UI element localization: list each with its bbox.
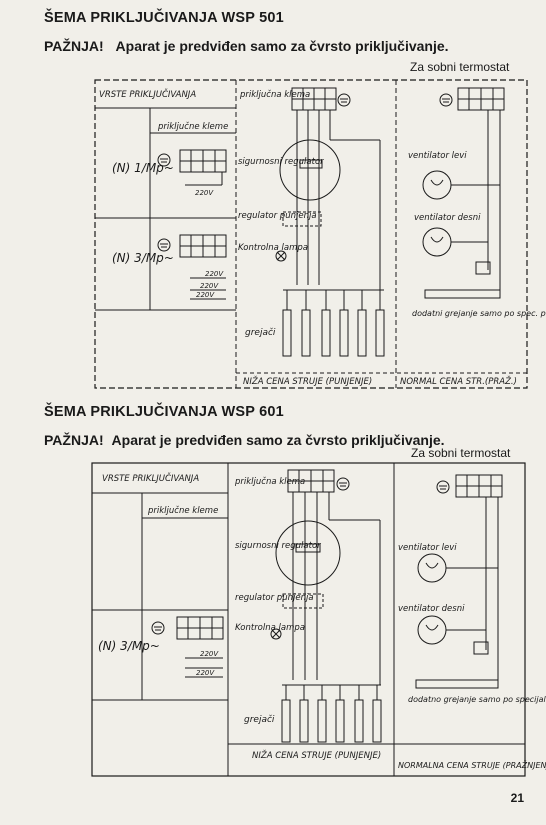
- terminals-header: priključne kleme: [157, 121, 228, 132]
- safety-regulator-label: sigurnosni regulator: [238, 157, 324, 167]
- safety-regulator-dial: [275, 520, 341, 586]
- kinds-label: VRSTE PRIKLJUČIVANJA: [102, 472, 199, 484]
- thermostat-note: Za sobni termostat: [411, 446, 511, 460]
- terminal-block-label: priključna klema: [234, 476, 305, 487]
- fan-left-icon: [417, 553, 447, 583]
- voltage-label: 220V: [200, 650, 219, 658]
- warning-label: PAŽNJA!: [44, 432, 104, 448]
- voltage-label: 220V: [195, 189, 214, 197]
- terminal-block-label: priključna klema: [239, 89, 310, 100]
- section-2-warning: PAŽNJA! Aparat je predviđen samo za čvrs…: [44, 432, 445, 448]
- voltage-label: 220V: [196, 669, 215, 677]
- charge-regulator-label: regulator punjenja: [235, 593, 314, 603]
- warning-text: Aparat je predviđen samo za čvrsto prikl…: [115, 38, 449, 54]
- normal-tariff-label: NORMAL CENA STR.(PRAŽ.): [400, 375, 517, 387]
- heaters-label: grejači: [245, 327, 276, 338]
- charge-regulator: [282, 211, 322, 227]
- extra-heater: [424, 289, 501, 299]
- ground-icon: [151, 621, 165, 635]
- ground-icon: [439, 93, 453, 107]
- warning-text: Aparat je predviđen samo za čvrsto prikl…: [111, 432, 445, 448]
- warning-label: PAŽNJA!: [44, 38, 104, 54]
- safety-regulator-label: sigurnosni regulator: [235, 541, 321, 551]
- kinds-label: VRSTE PRIKLJUČIVANJA: [99, 88, 196, 100]
- control-lamp-label: Kontrolna lampa: [238, 243, 308, 253]
- normal-tariff-label: NORMALNA CENA STRUJE (PRAŽNJENJE): [398, 759, 546, 770]
- safety-regulator-dial: [279, 139, 341, 201]
- ground-icon: [157, 153, 171, 167]
- voltage-label: 220V: [205, 270, 224, 278]
- control-lamp-icon: [275, 250, 287, 262]
- ground-icon: [336, 477, 350, 491]
- voltage-label: 220V: [196, 291, 215, 299]
- mode-3-label: (N) 3/Mp~: [112, 251, 174, 265]
- charge-regulator-label: regulator punjenja: [238, 211, 317, 221]
- extra-heater-label: dodatno grejanje samo po specijalnoj por…: [408, 695, 546, 704]
- fan-left-label: ventilator levi: [398, 543, 457, 553]
- extra-heater: [415, 679, 499, 689]
- heater-elements: [282, 289, 385, 357]
- terminals-header: priključne kleme: [147, 505, 218, 516]
- section-1-title: ŠEMA PRIKLJUČIVANJA WSP 501: [44, 10, 284, 26]
- ground-icon: [337, 93, 351, 107]
- fan-left-label: ventilator levi: [408, 151, 467, 161]
- low-tariff-label: NIŽA CENA STRUJE (PUNJENJE): [243, 375, 372, 387]
- mode-3-label: (N) 3/Mp~: [98, 639, 160, 653]
- thermostat-note: Za sobni termostat: [410, 60, 510, 74]
- heater-elements: [281, 684, 382, 743]
- control-lamp-label: Kontrolna lampa: [235, 623, 305, 633]
- heaters-label: grejači: [244, 714, 275, 725]
- fan-right-label: ventilator desni: [414, 213, 481, 223]
- section-1-warning: PAŽNJA! Aparat je predviđen samo za čvrs…: [44, 38, 449, 54]
- fan-right-icon: [417, 615, 447, 645]
- ground-icon: [157, 238, 171, 252]
- mode-1-label: (N) 1/Mp~: [112, 161, 174, 175]
- ground-icon: [436, 480, 450, 494]
- voltage-label: 220V: [200, 282, 219, 290]
- control-lamp-icon: [270, 628, 282, 640]
- extra-heater-label: dodatni grejanje samo po spec. porudžbin…: [412, 309, 546, 318]
- page-number: 21: [510, 791, 524, 805]
- low-tariff-label: NIŽA CENA STRUJE (PUNJENJE): [252, 749, 381, 761]
- section-2-title: ŠEMA PRIKLJUČIVANJA WSP 601: [44, 404, 284, 420]
- charge-regulator: [282, 593, 324, 609]
- fan-right-label: ventilator desni: [398, 604, 465, 614]
